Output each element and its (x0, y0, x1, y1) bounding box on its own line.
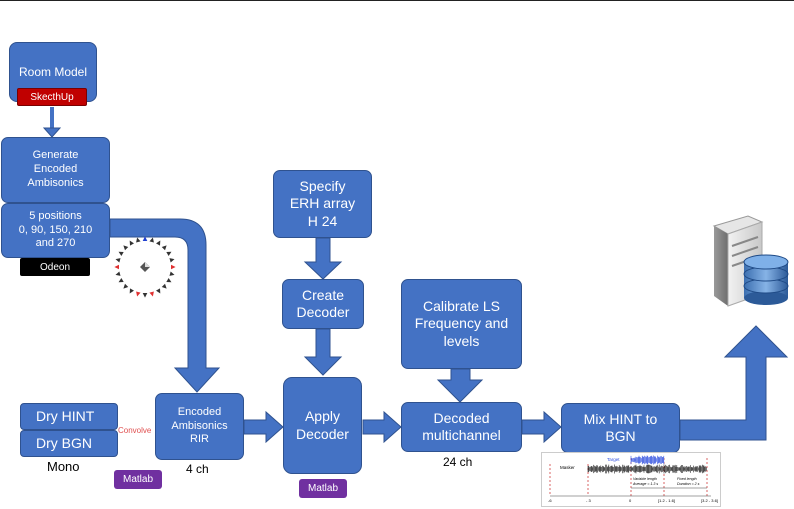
speaker-mark (123, 245, 129, 251)
speaker-mark (123, 283, 129, 289)
matlab-left-tag: Matlab (114, 470, 162, 489)
mono-label: Mono (47, 459, 80, 474)
speaker-mark (171, 264, 176, 270)
speaker-mark (142, 236, 148, 241)
encoded-rir-box: Encoded Ambisonics RIR (155, 393, 244, 460)
arrow-apply-to-decoded (362, 410, 402, 444)
timeline-tick-label: [1.2 - 1.6] (658, 498, 675, 503)
dry-hint-label: Dry HINT (36, 407, 95, 424)
timeline-tick-label: - 3 (586, 498, 591, 503)
odeon-tag-label: Odeon (39, 261, 71, 273)
speaker-mark (129, 288, 134, 294)
apply-decoder-box: Apply Decoder (283, 377, 362, 474)
mix-hint-box: Mix HINT to BGN (561, 403, 680, 453)
encoded-rir-label: Encoded Ambisonics RIR (171, 405, 228, 446)
specify-erh-box: Specify ERH array H 24 (273, 170, 372, 238)
sketchup-tag: SkecthUp (17, 88, 87, 106)
odeon-tag: Odeon (20, 258, 90, 276)
timeline-tick-label: [3.2 - 3.6] (701, 498, 718, 503)
speaker-array-icon (114, 236, 176, 298)
arrow-specify-to-create (303, 237, 343, 280)
server-database-icon (712, 215, 789, 307)
speaker-mark (118, 251, 124, 256)
speaker-mark (129, 240, 134, 246)
dry-bgn-label: Dry BGN (36, 434, 92, 451)
fixed-text-2: Duration = 2 s (677, 482, 700, 486)
hint-timeline-plot: Target Masker Variable length Average = … (541, 452, 721, 507)
create-decoder-box: Create Decoder (282, 279, 364, 329)
twenty-four-ch-label: 24 ch (443, 455, 472, 469)
arrow-calibrate-to-decoded (436, 368, 484, 403)
timeline-tick-label: 0 (629, 498, 632, 503)
arrow-create-to-apply (303, 328, 343, 376)
generate-ambisonics-box: Generate Encoded Ambisonics (1, 137, 110, 203)
calibrate-ls-box: Calibrate LS Frequency and levels (401, 279, 522, 369)
speaker-mark (136, 237, 141, 243)
top-border-line (0, 0, 794, 1)
speaker-mark (149, 237, 154, 243)
decoded-multichannel-box: Decoded multichannel (401, 402, 522, 452)
arrow-positions-to-rir (109, 218, 221, 393)
speaker-mark (161, 283, 167, 289)
speaker-mark (169, 271, 175, 276)
variable-text-1: Variable length (633, 477, 657, 481)
matlab-left-label: Matlab (122, 474, 153, 485)
dry-bgn-box: Dry BGN (20, 430, 118, 457)
generate-ambisonics-label: Generate Encoded Ambisonics (27, 149, 84, 189)
variable-text-2: Average = 1.3 s (632, 482, 658, 486)
masker-label: Masker (560, 465, 575, 470)
speaker-mark (166, 278, 172, 283)
convolve-text: Convolve (118, 426, 152, 435)
speaker-mark (118, 278, 124, 283)
speaker-mark (166, 251, 172, 256)
mix-hint-label: Mix HINT to BGN (583, 410, 658, 445)
positions-box: 5 positions 0, 90, 150, 210 and 270 (1, 203, 110, 258)
speaker-mark (136, 291, 141, 297)
arrow-decoded-to-mix (521, 410, 562, 444)
speaker-mark (114, 264, 119, 270)
speaker-mark (115, 271, 121, 276)
speaker-mark (142, 293, 148, 298)
dry-hint-box: Dry HINT (20, 403, 118, 430)
arrow-mix-to-server (679, 325, 789, 441)
timeline-tick-label: -6 (548, 498, 552, 503)
four-ch-label: 4 ch (186, 462, 209, 476)
room-model-label: Room Model (18, 64, 88, 79)
speaker-mark (156, 240, 161, 246)
specify-erh-label: Specify ERH array H 24 (289, 177, 356, 229)
arrow-room-to-generate (50, 107, 54, 129)
apply-decoder-label: Apply Decoder (296, 408, 349, 442)
arrow-room-to-generate-head (42, 127, 62, 138)
target-label: Target (607, 457, 620, 462)
arrow-rir-to-apply (243, 410, 284, 444)
convolve-label: Convolve (118, 426, 151, 435)
speaker-mark (169, 258, 175, 263)
speaker-mark (149, 291, 154, 297)
create-decoder-label: Create Decoder (296, 286, 350, 321)
twenty-four-ch-text: 24 ch (443, 455, 473, 469)
matlab-center-tag: Matlab (299, 479, 347, 498)
four-ch-text: 4 ch (186, 462, 209, 476)
sketchup-tag-label: SkecthUp (30, 91, 74, 103)
speaker-mark (115, 258, 121, 263)
calibrate-ls-label: Calibrate LS Frequency and levels (414, 297, 509, 349)
mono-text: Mono (47, 459, 80, 474)
speaker-mark (156, 288, 161, 294)
decoded-multichannel-label: Decoded multichannel (422, 409, 501, 444)
matlab-center-label: Matlab (307, 483, 338, 494)
fixed-text-1: Fixed length (677, 477, 697, 481)
speaker-mark (161, 245, 167, 251)
positions-label: 5 positions 0, 90, 150, 210 and 270 (18, 209, 93, 250)
